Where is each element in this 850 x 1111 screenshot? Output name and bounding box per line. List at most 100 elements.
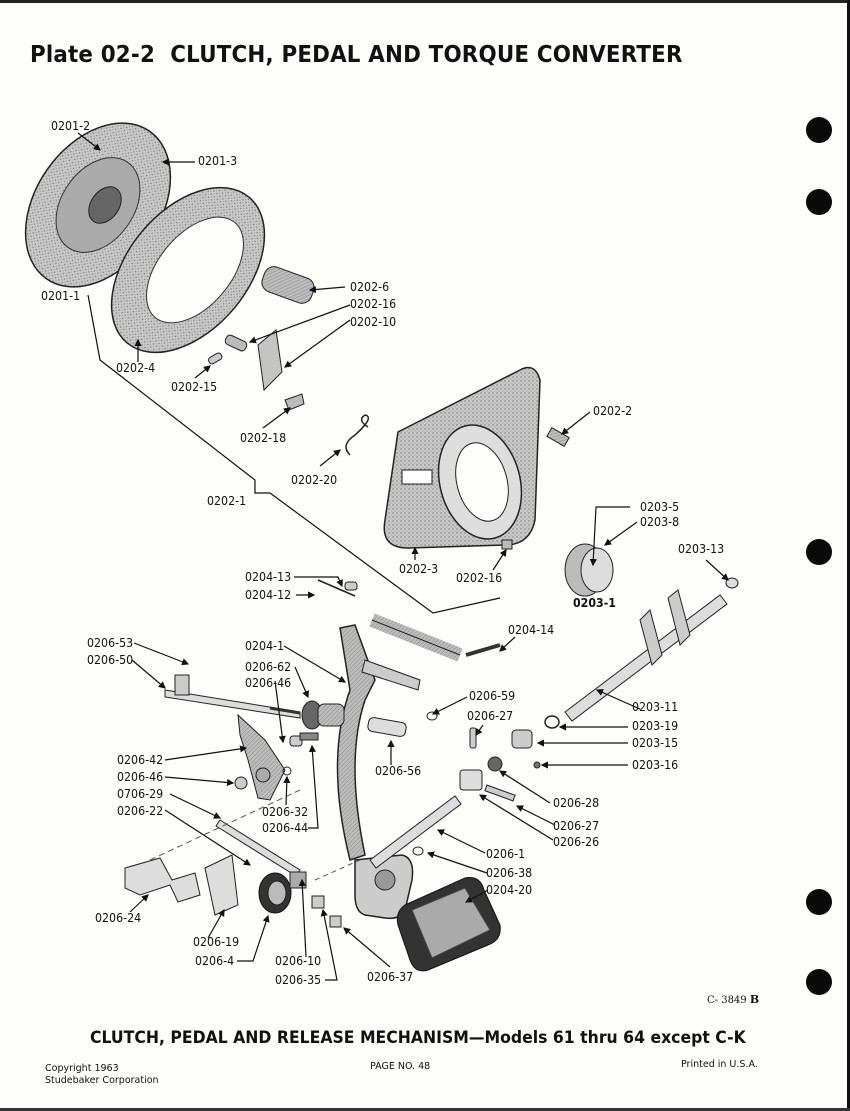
callout-0206-1: 0206-1 (486, 847, 526, 861)
callout-0202-16-b: 0202-16 (456, 571, 503, 585)
callout-0206-4: 0206-4 (195, 954, 235, 968)
callout-0201-1: 0201-1 (41, 289, 81, 303)
binder-hole (806, 539, 832, 565)
copyright-line-1: Copyright 1963 (45, 1063, 119, 1074)
callout-0206-28: 0206-28 (553, 796, 600, 810)
pressure-plate (110, 186, 266, 354)
clevis (367, 717, 407, 737)
callout-0206-37: 0206-37 (367, 970, 414, 984)
callout-0206-46: 0206-46 (245, 676, 292, 690)
clutch-pedal (336, 624, 421, 920)
callout-0204-20: 0204-20 (486, 883, 533, 897)
callout-0203-13: 0203-13 (678, 542, 725, 556)
eyebolt (224, 334, 248, 352)
callout-0202-1: 0202-1 (207, 494, 247, 508)
drawing-code: C- 3849 (707, 995, 747, 1006)
callout-0202-16: 0202-16 (350, 297, 397, 311)
callout-0204-13: 0204-13 (245, 570, 292, 584)
callout-0201-2: 0201-2 (51, 119, 91, 133)
callout-0202-20: 0202-20 (291, 473, 338, 487)
washer (282, 766, 292, 776)
retracting-spring (345, 414, 370, 456)
housing-bolt (546, 426, 570, 448)
grommet (289, 735, 303, 747)
callout-0203-1: 0203-1 (573, 596, 616, 610)
callout-0206-56: 0206-56 (375, 764, 422, 778)
binder-hole (806, 969, 832, 995)
callout-0202-2: 0202-2 (593, 404, 633, 418)
plate-heading: CLUTCH, PEDAL AND TORQUE CONVERTER (170, 42, 683, 68)
page-number: PAGE NO. 48 (370, 1061, 431, 1072)
lock-nut (329, 915, 342, 928)
callout-0202-3: 0202-3 (399, 562, 439, 576)
copyright-line-2: Studebaker Corporation (45, 1075, 159, 1086)
cross-shaft (564, 589, 728, 722)
bushing (344, 581, 358, 591)
callout-0203-8: 0203-8 (640, 515, 680, 529)
page-border-bottom (0, 1108, 850, 1111)
binder-hole (806, 889, 832, 915)
callout-0206-62: 0206-62 (245, 660, 292, 674)
rod-end (289, 871, 307, 889)
washer (544, 715, 560, 729)
plate-number: Plate 02-2 (30, 42, 156, 68)
spring-eyebolt (465, 643, 501, 657)
callout-0206-10: 0206-10 (275, 954, 322, 968)
figure-caption: CLUTCH, PEDAL AND RELEASE MECHANISM—Mode… (90, 1028, 746, 1047)
callout-0206-29: 0706-29 (117, 787, 164, 801)
equalizer-lever (237, 713, 286, 801)
pressure-spring (261, 266, 315, 304)
callout-0206-42: 0206-42 (117, 753, 164, 767)
callout-0206-35: 0206-35 (275, 973, 322, 987)
drawing-number: C- 3849 B (707, 993, 759, 1006)
plate-title: Plate 02-2 CLUTCH, PEDAL AND TORQUE CONV… (30, 42, 683, 68)
callout-0206-59: 0206-59 (469, 689, 516, 703)
pin (484, 784, 516, 802)
plug (725, 577, 739, 589)
shaft-lever (511, 729, 533, 749)
callout-0202-6: 0202-6 (350, 280, 390, 294)
binder-hole (806, 117, 832, 143)
mounting-bracket (204, 854, 239, 916)
set-screw (533, 761, 541, 769)
page-border-right (847, 0, 850, 1111)
nut (501, 539, 513, 550)
bushing (234, 776, 248, 790)
callout-0206-44: 0206-44 (262, 821, 309, 835)
page-border-top (0, 0, 850, 3)
callout-0206-27-b: 0206-27 (553, 819, 600, 833)
boot (317, 703, 345, 727)
adjusting-nut (299, 732, 319, 741)
callout-0206-50: 0206-50 (87, 653, 134, 667)
assembly-centerline (149, 789, 301, 861)
nut (311, 895, 325, 909)
callout-0202-10: 0202-10 (350, 315, 397, 329)
callout-0202-18: 0202-18 (240, 431, 287, 445)
callout-0206-38: 0206-38 (486, 866, 533, 880)
clutch-rod (164, 674, 301, 719)
release-bearing (564, 543, 614, 597)
callout-0203-11: 0203-11 (632, 700, 679, 714)
callout-0206-27: 0206-27 (467, 709, 514, 723)
pin (208, 352, 223, 365)
callout-0202-4: 0202-4 (116, 361, 156, 375)
pedal-shaft (369, 795, 462, 869)
callout-0203-15: 0203-15 (632, 736, 679, 750)
callout-0203-19: 0203-19 (632, 719, 679, 733)
callout-0203-5: 0203-5 (640, 500, 680, 514)
lever-strut (284, 393, 305, 411)
drawing-revision: B (749, 993, 760, 1006)
washer (412, 846, 424, 856)
clutch-housing (383, 366, 541, 549)
callout-0206-32: 0206-32 (262, 805, 309, 819)
pedal-pad (396, 877, 501, 972)
leader-lines (77, 132, 729, 981)
callout-0204-1: 0204-1 (245, 639, 285, 653)
yoke (459, 769, 483, 791)
callout-0204-12: 0204-12 (245, 588, 292, 602)
callout-0206-53: 0206-53 (87, 636, 134, 650)
callout-0204-14: 0204-14 (508, 623, 555, 637)
nut (487, 756, 503, 772)
